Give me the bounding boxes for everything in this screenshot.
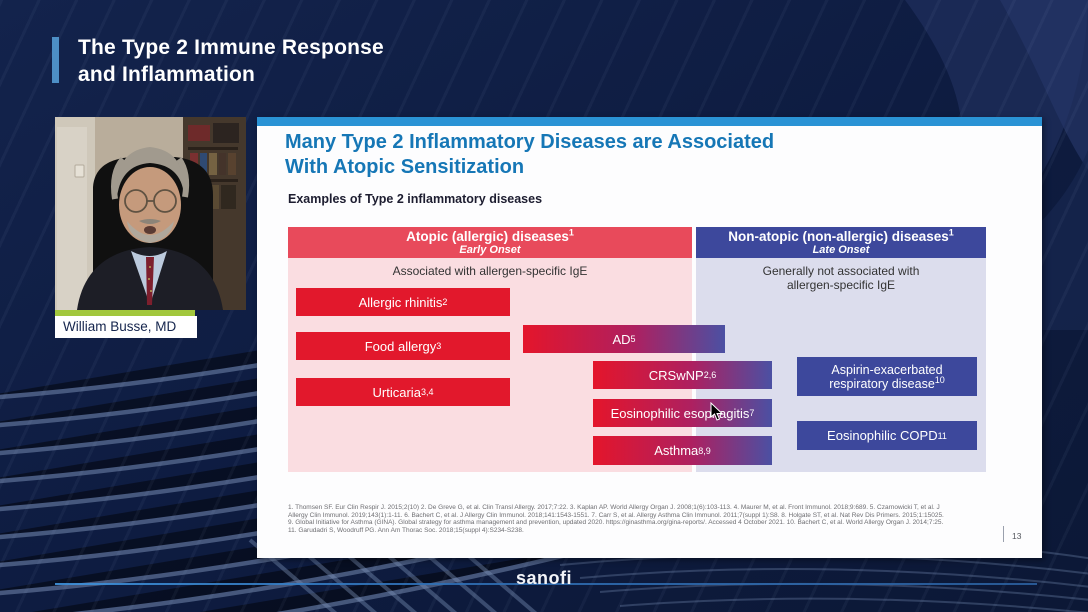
disease-label: Food allergy [364,338,437,354]
atopic-column-header: Atopic (allergic) diseases1 Early Onset [288,227,692,258]
disease-label: Aspirin-exacerbated respiratory disease1… [803,363,971,391]
sanofi-logo: sanofi [515,568,572,588]
atopic-association-text: Associated with allergen-specific IgE [392,264,588,278]
disease-label: Allergic rhinitis [358,294,443,310]
footer-accent-line [55,583,1037,585]
disease-label-text: Aspirin-exacerbated respiratory disease [829,362,943,391]
disease-label: Eosinophilic esophagitis [610,405,750,421]
slide-subtitle: Examples of Type 2 inflammatory diseases [288,192,543,206]
slide-page-number: 13 [1012,531,1022,541]
disease-label: CRSwNP [648,367,704,383]
non-atopic-header-text: Non-atopic (non-allergic) diseases1 [696,227,986,244]
reference-line: 1. Thomsen SF. Eur Clin Respir J. 2015;2… [288,504,940,511]
speaker-name-label: William Busse, MD [55,316,197,338]
non-atopic-association-line1: Generally not associated with [762,264,920,278]
mouse-cursor-icon [710,402,724,421]
disease-label: AD [612,331,631,347]
disease-sup: 10 [934,374,945,385]
atopic-header-label: Atopic (allergic) diseases [406,228,569,244]
title-accent-bar [52,37,59,83]
non-atopic-column-header: Non-atopic (non-allergic) diseases1 Late… [696,227,986,258]
reference-line: 11. Garudadri S, Woodruff PG. Ann Am Tho… [288,526,524,534]
speaker-video-panel: William Busse, MD [55,117,246,338]
disease-label: Urticaria [372,384,421,400]
slide-title: Many Type 2 Inflammatory Diseases are As… [285,130,774,180]
non-atopic-header-label: Non-atopic (non-allergic) diseases [728,228,949,244]
webinar-title-line1: The Type 2 Immune Response [78,36,384,59]
slide-references: 1. Thomsen SF. Eur Clin Respir J. 2015;2… [288,504,994,534]
atopic-header-sup: 1 [568,227,574,237]
speaker-name-underline [55,310,195,316]
non-atopic-association-line2: allergen-specific IgE [786,277,896,292]
webinar-title: The Type 2 Immune Response and Inflammat… [78,34,384,88]
reference-line: 9. Global Initiative for Asthma (GINA). … [288,519,944,526]
presentation-slide: Many Type 2 Inflammatory Diseases are As… [257,117,1042,558]
non-atopic-onset-label: Late Onset [812,243,870,256]
non-atopic-header-sup: 1 [948,227,954,237]
page-number-separator [1003,526,1004,542]
speaker-photo [55,117,246,310]
slide-title-line2: With Atopic Sensitization [285,156,525,178]
slide-title-line1: Many Type 2 Inflammatory Diseases are As… [285,131,775,153]
atopic-header-text: Atopic (allergic) diseases1 [288,227,692,244]
atopic-onset-label: Early Onset [459,243,521,256]
slide-top-accent-bar [257,117,1042,126]
disease-label: Asthma [654,443,699,458]
disease-box-aspirin-exacerbated-respiratory-disease: Aspirin-exacerbated respiratory disease1… [797,357,977,396]
disease-label: Eosinophilic COPD [827,428,938,443]
reference-line: Allergy Clin Immunol. 2019;143(1):1-11. … [288,511,944,519]
webinar-title-line2: and Inflammation [78,63,256,86]
webinar-header: The Type 2 Immune Response and Inflammat… [52,34,384,88]
non-atopic-association-text: Generally not associated with allergen-s… [696,264,986,292]
